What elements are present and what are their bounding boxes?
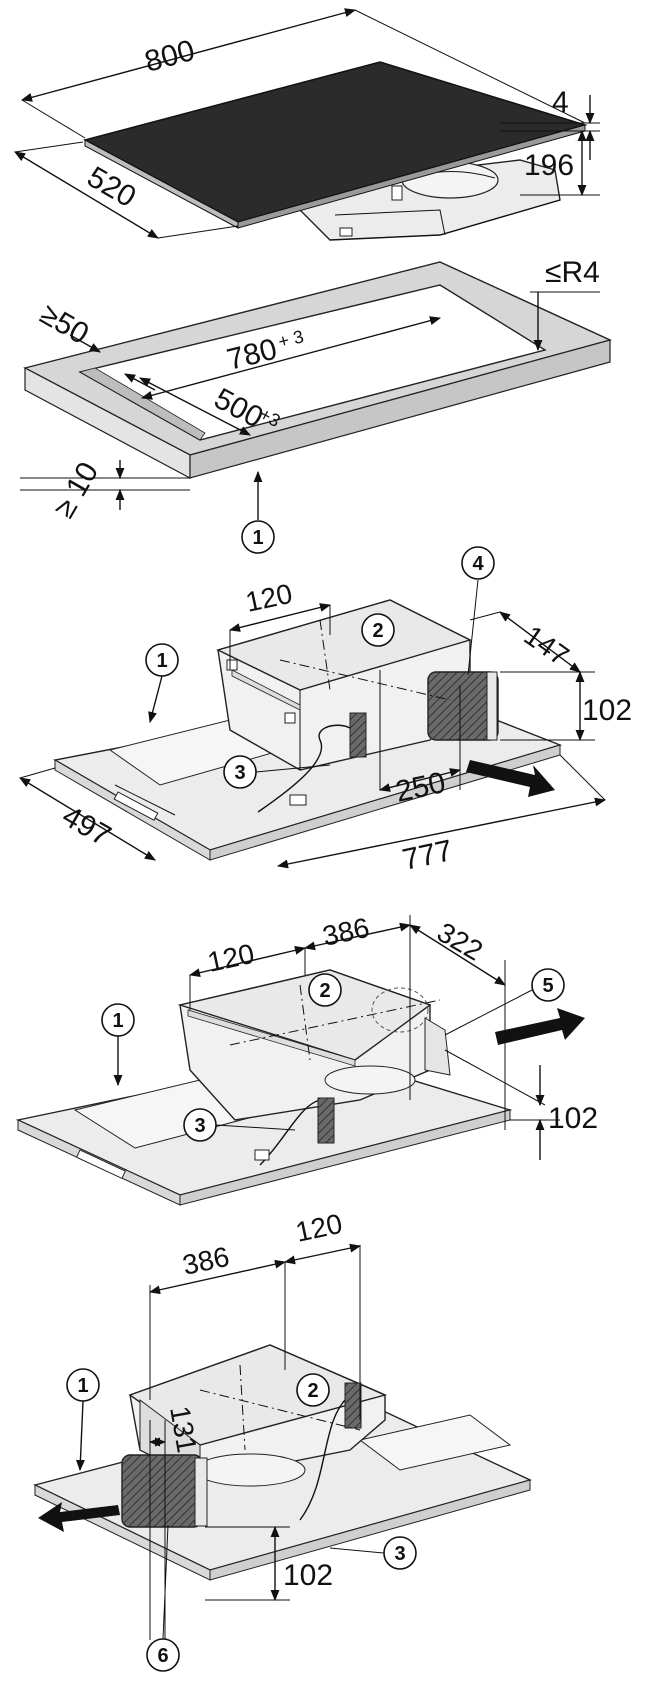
- callout-1: 1: [66, 1368, 100, 1472]
- svg-text:4: 4: [472, 553, 484, 575]
- duct-adapter: [427, 671, 499, 741]
- hob-width-label: 800: [141, 34, 198, 79]
- svg-text:1: 1: [77, 1375, 88, 1397]
- callout-1: 1: [101, 1003, 135, 1087]
- v1-width-label: 777: [400, 834, 456, 877]
- v3-duct-height-label: 102: [283, 1559, 333, 1592]
- hob-height-label: 196: [524, 149, 574, 182]
- svg-text:1: 1: [112, 1010, 123, 1032]
- duct-adapter: [121, 1454, 203, 1528]
- v1-duct-depth-label: 147: [519, 620, 575, 672]
- svg-text:1: 1: [252, 527, 263, 549]
- callout-2: 2: [296, 1373, 330, 1407]
- svg-text:2: 2: [372, 620, 383, 642]
- v2-duct-height-label: 102: [548, 1102, 598, 1135]
- v2-duct-offset-label: 120: [205, 938, 257, 978]
- callout-2: 2: [361, 613, 395, 647]
- v3-duct-offset-label: 120: [293, 1208, 345, 1248]
- v1-duct-offset-label: 120: [243, 578, 295, 618]
- hob-glass-thickness-label: 4: [552, 86, 569, 119]
- svg-text:3: 3: [234, 762, 245, 784]
- v2-duct-position-label: 386: [320, 912, 372, 952]
- svg-text:2: 2: [319, 980, 330, 1002]
- v1-duct-height-label: 102: [582, 694, 632, 727]
- svg-text:6: 6: [157, 1645, 168, 1667]
- max-radius-label: ≤R4: [545, 256, 600, 289]
- hob-panel: 800 4 520 196: [14, 8, 600, 241]
- svg-text:3: 3: [194, 1115, 205, 1137]
- callout-6: 6: [146, 1524, 180, 1672]
- svg-text:2: 2: [307, 1380, 318, 1402]
- callout-3: 3: [183, 1108, 296, 1142]
- callout-4: 4: [461, 546, 495, 676]
- callout-5: 5: [444, 968, 565, 1036]
- right-duct-panel: 120 386 322 102 5 2 1 3: [15, 912, 598, 1206]
- callout-2: 2: [308, 973, 342, 1007]
- rear-duct-panel: 120 147 102 250 497 777 4 2 1 3: [19, 546, 632, 877]
- svg-text:3: 3: [394, 1543, 405, 1565]
- callout-1: 1: [145, 643, 179, 724]
- callout-3: 3: [223, 755, 331, 789]
- left-duct-panel: 386 120 131 102 1 2 3 6: [32, 1208, 532, 1672]
- v2-duct-depth-label: 322: [432, 916, 488, 966]
- svg-text:5: 5: [542, 975, 553, 997]
- callout-3: 3: [329, 1536, 417, 1570]
- v1-depth-label: 497: [57, 799, 117, 853]
- worktop-panel: ≥50 ≤R4 780 + 3 500 +3 ≥ 10 1: [20, 256, 613, 554]
- callout-1: 1: [241, 520, 275, 554]
- svg-text:1: 1: [156, 650, 167, 672]
